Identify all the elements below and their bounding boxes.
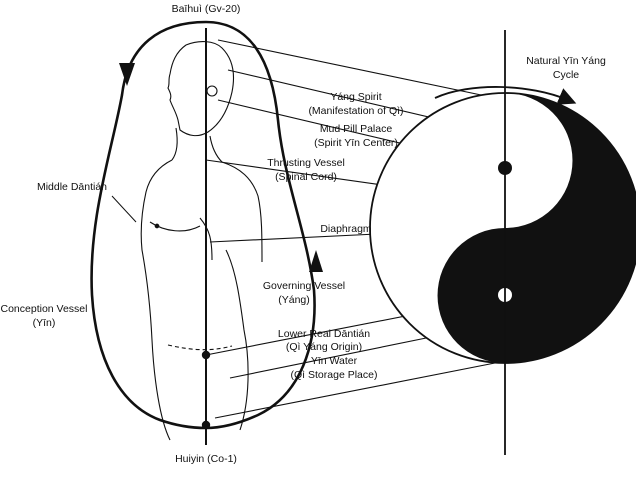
label-thrusting-vessel: Thrusting Vessel (267, 157, 345, 169)
label-thrusting-sub: (Spinal Cord) (275, 171, 337, 183)
label-conception-yin: (Yīn) (33, 317, 56, 329)
label-governing-yang: (Yáng) (278, 294, 310, 306)
label-governing-vessel: Governing Vessel (263, 280, 345, 292)
cycle-arrow (434, 86, 577, 105)
label-baihui: Baīhuì (Gv-20) (172, 3, 241, 15)
label-lower-dantian: Lower Real Dāntián (278, 328, 370, 340)
huiyin-point (201, 420, 211, 430)
governing-vessel-loop (205, 20, 316, 430)
label-middle-dantian: Middle Dāntián (37, 181, 107, 193)
label-huiyin: Huiyin (Co-1) (175, 453, 237, 465)
conception-arrow-icon (119, 63, 135, 86)
label-diaphragm: Diaphragm (320, 223, 372, 235)
conception-vessel-loop (90, 20, 207, 430)
label-yin-water-sub: (Qì Storage Place) (291, 369, 378, 381)
label-yin-water: Yīn Water (311, 355, 358, 367)
human-figure (140, 41, 263, 441)
label-conception-vessel: Conception Vessel (1, 303, 88, 315)
label-mud-pill-sub: (Spirit Yīn Center) (314, 137, 398, 149)
label-yang-spirit-sub: (Manifestation of Qì) (308, 105, 403, 117)
label-lower-dantian-sub: (Qì Yáng Origin) (286, 341, 362, 353)
label-natural-cycle: Cycle (553, 69, 579, 81)
middle-dantian-leader (111, 195, 137, 223)
label-mud-pill: Mud Pill Palace (320, 123, 393, 135)
yin-yang-symbol (369, 30, 636, 455)
label-natural-yin-yang: Natural Yīn Yáng (526, 55, 606, 67)
label-yang-spirit: Yáng Spirit (330, 91, 381, 103)
governing-arrow-icon (309, 250, 323, 272)
